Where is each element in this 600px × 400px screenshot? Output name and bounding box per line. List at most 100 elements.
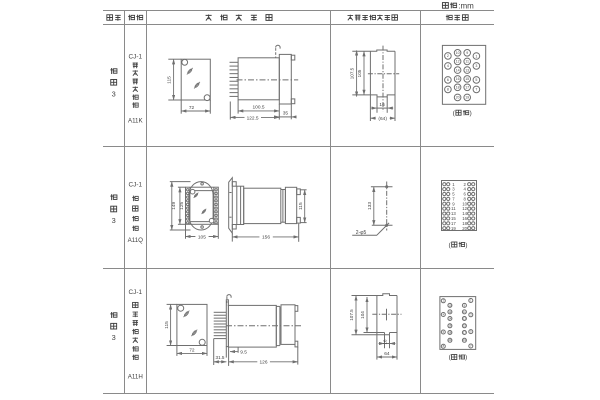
svg-text:(64): (64) — [378, 116, 387, 122]
svg-text::mm: :mm — [458, 1, 474, 10]
svg-text:2: 2 — [464, 182, 467, 187]
svg-text:1: 1 — [452, 182, 455, 187]
svg-text:11: 11 — [465, 60, 469, 64]
svg-text:4: 4 — [464, 187, 467, 192]
svg-text:5: 5 — [475, 78, 477, 82]
svg-text:17: 17 — [465, 86, 469, 90]
svg-text:115: 115 — [167, 76, 173, 84]
svg-text:105: 105 — [357, 69, 362, 77]
svg-text:64: 64 — [384, 351, 390, 357]
svg-text:1: 1 — [470, 298, 472, 302]
svg-text:20: 20 — [462, 226, 467, 231]
svg-text:11: 11 — [463, 310, 466, 314]
svg-text:17: 17 — [463, 330, 466, 334]
svg-text:CJ-1: CJ-1 — [129, 53, 143, 60]
svg-text:7: 7 — [452, 197, 455, 202]
svg-text:A11H: A11H — [128, 373, 143, 380]
svg-text:16: 16 — [448, 324, 451, 328]
svg-text:10: 10 — [448, 303, 451, 307]
svg-text:12: 12 — [462, 206, 467, 211]
svg-text:72: 72 — [189, 347, 195, 353]
svg-text:107.5: 107.5 — [349, 309, 354, 321]
svg-text:19: 19 — [451, 226, 456, 231]
svg-text:10: 10 — [462, 201, 467, 206]
svg-text:3: 3 — [475, 64, 477, 68]
svg-text:12: 12 — [456, 60, 460, 64]
svg-text:3: 3 — [112, 333, 116, 342]
svg-text:3: 3 — [470, 313, 472, 317]
svg-text:156: 156 — [262, 235, 270, 241]
svg-text:16: 16 — [382, 339, 387, 344]
svg-text:(: ( — [453, 110, 456, 117]
svg-text:18: 18 — [456, 86, 460, 90]
svg-text:7: 7 — [470, 344, 472, 348]
svg-text:4: 4 — [447, 64, 449, 68]
svg-text:15: 15 — [463, 324, 466, 328]
svg-text:13: 13 — [463, 316, 466, 320]
svg-text:18: 18 — [462, 221, 467, 226]
svg-text:10: 10 — [456, 51, 460, 55]
svg-text:2-φ5: 2-φ5 — [356, 230, 367, 236]
svg-text:9: 9 — [464, 303, 466, 307]
svg-text:(: ( — [449, 354, 452, 361]
svg-text:105: 105 — [198, 234, 206, 240]
svg-text:CJ-1: CJ-1 — [129, 181, 143, 188]
svg-text:3: 3 — [112, 216, 116, 225]
svg-text:6: 6 — [443, 330, 445, 334]
svg-text:3: 3 — [112, 90, 116, 99]
svg-text:104: 104 — [360, 311, 365, 319]
svg-text:17: 17 — [451, 221, 456, 226]
svg-text:A11Q: A11Q — [128, 237, 144, 244]
svg-text:2: 2 — [447, 54, 449, 58]
svg-text:19: 19 — [465, 96, 469, 100]
svg-text:14: 14 — [462, 211, 467, 216]
svg-text:126: 126 — [259, 360, 267, 366]
svg-text:72: 72 — [189, 105, 195, 111]
svg-text:1: 1 — [475, 54, 477, 58]
svg-text:13: 13 — [451, 211, 456, 216]
svg-text:14: 14 — [456, 68, 460, 72]
svg-text:8: 8 — [447, 88, 449, 92]
svg-text:16: 16 — [379, 102, 385, 108]
svg-text:125: 125 — [179, 201, 185, 209]
svg-text:16: 16 — [462, 216, 467, 221]
svg-text:9: 9 — [452, 201, 455, 206]
svg-text:15: 15 — [451, 216, 456, 221]
svg-text:20: 20 — [456, 96, 460, 100]
svg-text:149: 149 — [171, 201, 177, 209]
svg-text:4: 4 — [443, 312, 445, 316]
svg-text:122.5: 122.5 — [247, 115, 259, 121]
svg-text:3: 3 — [452, 187, 455, 192]
svg-text:18: 18 — [448, 330, 451, 334]
svg-text:5: 5 — [452, 192, 455, 197]
svg-text:): ) — [465, 242, 467, 249]
svg-text:5: 5 — [470, 330, 472, 334]
svg-text:16: 16 — [456, 77, 460, 81]
svg-text:115: 115 — [298, 202, 304, 210]
svg-text:20: 20 — [448, 338, 451, 342]
svg-text:14: 14 — [448, 316, 451, 320]
svg-text:): ) — [465, 354, 467, 361]
svg-text:100.5: 100.5 — [252, 105, 264, 111]
svg-text:13: 13 — [465, 68, 469, 72]
svg-text:9: 9 — [466, 51, 468, 55]
svg-text:115: 115 — [164, 321, 170, 329]
svg-text:8: 8 — [464, 197, 467, 202]
svg-text:31.5: 31.5 — [216, 355, 225, 360]
svg-text:133: 133 — [367, 202, 373, 210]
svg-text:(: ( — [448, 242, 451, 249]
svg-text:6: 6 — [447, 78, 449, 82]
svg-text:A11K: A11K — [128, 117, 144, 124]
svg-text:12: 12 — [448, 310, 451, 314]
svg-text:9.5: 9.5 — [240, 349, 247, 355]
svg-text:11: 11 — [451, 206, 456, 211]
svg-text:2: 2 — [443, 299, 445, 303]
svg-text:35: 35 — [283, 110, 289, 116]
svg-text:15: 15 — [465, 77, 469, 81]
svg-text:107.5: 107.5 — [350, 67, 355, 79]
svg-text:19: 19 — [463, 338, 466, 342]
svg-text:8: 8 — [443, 344, 445, 348]
svg-text:7: 7 — [475, 88, 477, 92]
svg-text:6: 6 — [464, 192, 467, 197]
svg-text:CJ-1: CJ-1 — [129, 289, 143, 296]
